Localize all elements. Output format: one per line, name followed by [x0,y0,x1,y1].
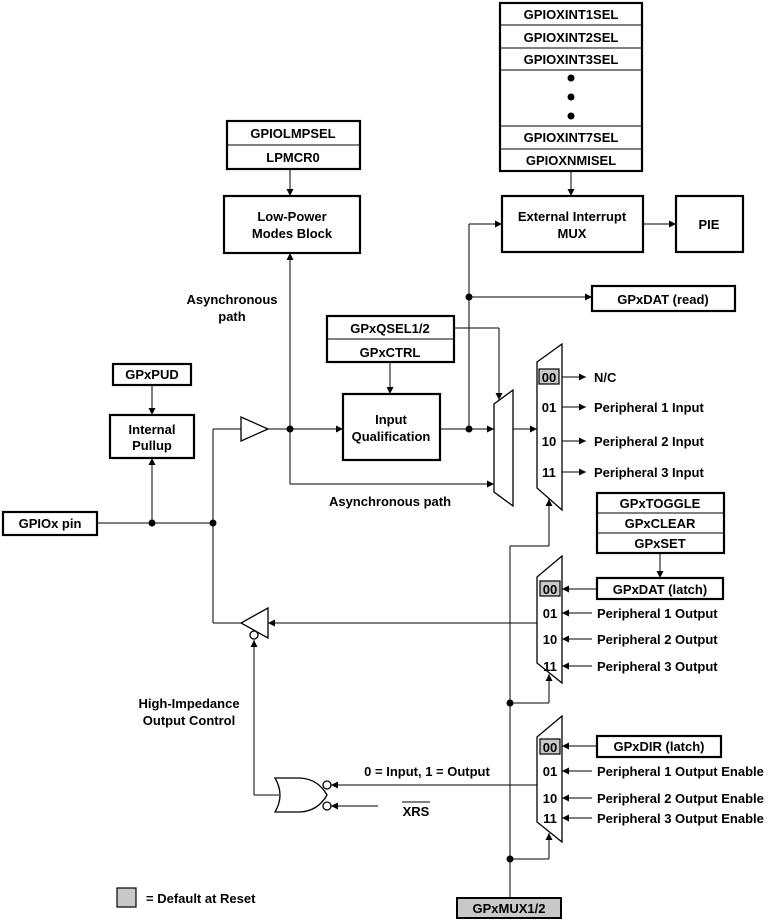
output-mux-default-highlight [539,580,561,597]
dir-mux-input-label: Peripheral 1 Output Enable [597,764,764,779]
direction-mux-default-highlight [539,738,561,755]
input-qualification-block: Input Qualification [341,392,442,462]
input-mux-code: 00 [542,370,556,385]
hiz-label-2: Output Control [143,713,235,728]
lpmcr0-label: LPMCR0 [266,150,319,165]
gpxdat-read-register: GPxDAT (read) [590,284,737,313]
output-mux-code: 11 [543,659,557,674]
output-mux-input-label: Peripheral 2 Output [597,632,718,647]
gpxpud-register: GPxPUD [111,362,193,387]
or-gate-input-bubble [322,801,332,811]
qualification-mux [493,388,514,508]
gpxclear-label: GPxCLEAR [625,516,696,531]
ellipsis-dot [567,112,575,120]
hiz-label-1: High-Impedance [138,696,239,711]
xrs-label: XRS [403,804,430,819]
output-mux-code: 01 [543,606,557,621]
dir-mux-code: 10 [543,791,557,806]
gpxdir-latch-register: GPxDIR (latch) [595,734,723,759]
external-interrupt-mux-block: External Interrupt MUX [500,194,645,254]
iq-label-1: Input [375,412,407,427]
legend-label: = Default at Reset [146,891,256,906]
direction-note-label: 0 = Input, 1 = Output [364,764,490,779]
lpm-label-1: Low-Power [257,209,326,224]
pie-label: PIE [699,217,720,232]
gpxtoggle-label: GPxTOGGLE [620,496,701,511]
extint-label-2: MUX [558,226,587,241]
gpiox-pin-label: GPIOx pin [19,516,82,531]
iq-label-2: Qualification [352,429,431,444]
dir-mux-code: 11 [543,811,557,826]
dir-mux-input-label: Peripheral 3 Output Enable [597,811,764,826]
ellipsis-dot [567,74,575,82]
legend-swatch [116,887,137,908]
qualification-register-stack: GPxQSEL1/2 GPxCTRL [325,314,456,364]
output-mux-input-label: Peripheral 3 Output [597,659,718,674]
input-mux-default-highlight [538,368,560,385]
input-mux-output-label: N/C [594,370,617,385]
gpxdir-latch-label: GPxDIR (latch) [613,739,704,754]
input-mux [536,342,563,512]
gpxdat-latch-register: GPxDAT (latch) [595,576,725,601]
gpiox-pin: GPIOx pin [1,510,99,537]
extint-label-1: External Interrupt [518,209,627,224]
input-buffer-icon [240,415,270,443]
gpiolmpsel-label: GPIOLMPSEL [250,126,335,141]
input-mux-output-label: Peripheral 1 Input [594,400,704,415]
junction-dot [148,519,156,527]
junction-dot [506,855,514,863]
gpxpud-label: GPxPUD [125,367,178,382]
async-path-bottom-label: Asynchronous path [329,494,451,509]
output-mux-input-label: Peripheral 1 Output [597,606,718,621]
gpioxnmisel-label: GPIOXNMISEL [526,153,616,168]
input-mux-output-label: Peripheral 3 Input [594,465,704,480]
input-mux-code: 10 [542,434,556,449]
gpioxint-register-stack: GPIOXINT1SEL GPIOXINT2SEL GPIOXINT3SEL G… [498,1,644,173]
or-gate-input-bubble [322,780,332,790]
ellipsis-dot [567,93,575,101]
output-mux-code: 00 [543,582,557,597]
gpioxint3sel-label: GPIOXINT3SEL [524,52,619,67]
async-path-label-1: Asynchronous [186,292,277,307]
junction-dot [506,699,514,707]
lpm-register-stack: GPIOLMPSEL LPMCR0 [225,119,362,171]
dir-mux-code: 01 [543,764,557,779]
gpxmux-register: GPxMUX1/2 [456,897,562,919]
pullup-label-2: Pullup [132,438,172,453]
gpioxint7sel-label: GPIOXINT7SEL [524,130,619,145]
internal-pullup-block: Internal Pullup [108,413,196,460]
gpxset-register-stack: GPxTOGGLE GPxCLEAR GPxSET [595,491,726,555]
legend: = Default at Reset [116,887,256,908]
gpxmux-label: GPxMUX1/2 [473,901,546,916]
input-mux-code: 11 [542,465,556,480]
gpxdat-latch-label: GPxDAT (latch) [613,582,707,597]
or-gate-icon [273,777,328,813]
output-enable-inverter-bubble [249,630,259,640]
dir-mux-input-label: Peripheral 2 Output Enable [597,791,764,806]
gpxctrl-label: GPxCTRL [360,345,421,360]
pie-block: PIE [674,194,745,254]
input-mux-output-label: Peripheral 2 Input [594,434,704,449]
pullup-label-1: Internal [129,422,176,437]
gpioxint2sel-label: GPIOXINT2SEL [524,30,619,45]
lpm-label-2: Modes Block [252,226,333,241]
low-power-modes-block: Low-Power Modes Block [222,194,362,255]
gpxset-label: GPxSET [634,536,685,551]
input-mux-code: 01 [542,400,556,415]
async-path-label-2: path [218,309,246,324]
output-mux-code: 10 [543,632,557,647]
gpxqsel-label: GPxQSEL1/2 [350,321,429,336]
dir-mux-code: 00 [543,740,557,755]
gpxdat-read-label: GPxDAT (read) [617,292,709,307]
gpioxint1sel-label: GPIOXINT1SEL [524,7,619,22]
